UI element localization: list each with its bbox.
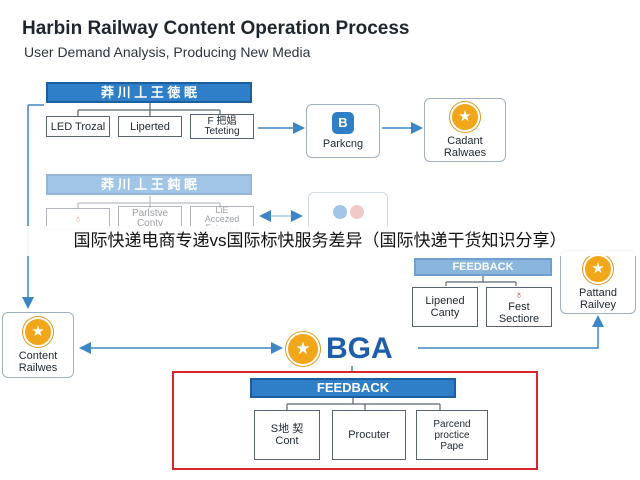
box-label: S地 契 Cont (270, 423, 304, 447)
cadant-card: ★ Cadant Ralwaes (424, 98, 506, 162)
box-label: LED Trozal (50, 120, 106, 133)
box-liperted: Liperted (118, 116, 182, 137)
star-icon: ★ (286, 332, 320, 366)
box-label: Parlstve Contv (131, 208, 169, 229)
arrow-bga-pattand (418, 315, 604, 349)
star-icon: ★ (23, 316, 53, 347)
bga-label: BGA (326, 332, 393, 365)
box-label: Liperted (130, 120, 170, 133)
parking-label: Parkcng (322, 138, 364, 150)
feedback-frame (172, 371, 538, 470)
pattand-card: ★ Pattand Railvey (560, 250, 636, 314)
content-card: ★ Content Railwes (2, 312, 74, 378)
diagram-title: Harbin Railway Content Operation Process (22, 18, 410, 39)
content-label: Content Railwes (18, 349, 58, 374)
star-icon: ★ (583, 253, 613, 284)
parking-icon: B (332, 112, 354, 134)
box-led-trozal: LED Trozal (46, 116, 110, 137)
box-lipened: Lipened Canty (412, 287, 478, 327)
box-procuter: Procuter (332, 410, 406, 460)
box-teteting: F 把娼 Teteting (190, 114, 254, 139)
pin-icon: ♁ (73, 213, 83, 225)
users-icon (332, 205, 364, 219)
parking-card: B Parkcng (306, 104, 380, 158)
box-label: F 把娼 Teteting (204, 115, 240, 137)
box-label: Lipened Canty (425, 295, 465, 319)
top-process-banner: 莽 川 丄 王 徳 眠 (46, 82, 252, 103)
middle-process-banner: 莽 川 丄 王 鈍 眠 (46, 174, 252, 195)
feedback-small-banner: FEEDBACK (414, 258, 552, 276)
cadant-label: Cadant Ralwaes (443, 134, 487, 159)
box-parcend: Parcend proctice Pape (416, 410, 488, 460)
box-fest: ♁ Fest Sectiore (486, 287, 552, 327)
feedback-main-banner: FEEDBACK (250, 378, 456, 398)
overlay-caption: 国际快递电商专递vs国际标快服务差异（国际快递干货知识分享） (0, 226, 640, 256)
box-label: Fest Sectiore (498, 301, 540, 325)
pattand-label: Pattand Railvey (579, 286, 617, 311)
diagram-subtitle: User Demand Analysis, Producing New Medi… (24, 44, 311, 60)
users-card (308, 192, 388, 232)
box-label: Procuter (348, 429, 390, 441)
box-cont: S地 契 Cont (254, 410, 320, 460)
pin-icon: ♁ (514, 289, 524, 301)
box-label: Parcend proctice Pape (433, 418, 471, 452)
bga-node: ★ BGA (286, 332, 393, 366)
star-icon: ★ (450, 101, 480, 132)
